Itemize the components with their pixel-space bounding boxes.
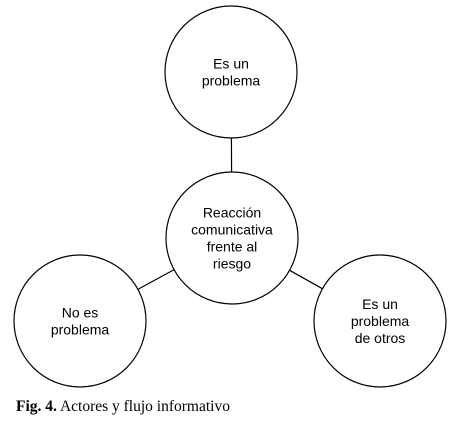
figure-caption-text: Actores y flujo informativo [59,398,230,415]
edge-center-right [289,269,323,290]
edges [137,137,323,290]
node-right-label-line: problema [351,313,410,329]
node-left-label-line: problema [51,322,110,338]
figure-caption: Fig. 4. Actores y flujo informativo [16,398,230,416]
node-top-circle [164,5,298,139]
node-right-circle [313,254,447,388]
node-left-label-line: No es [62,305,99,321]
node-center-label-line: frente al [207,239,258,255]
node-center-circle [165,171,299,305]
node-right-label-line: de otros [355,330,406,346]
node-center-label-line: comunicativa [191,222,273,238]
node-center-label-line: riesgo [213,256,251,272]
node-right-label-line: Es un [362,296,398,312]
node-center-label-line: Reacción [203,205,261,221]
node-top-label-line: Es un [213,56,249,72]
edge-center-left [137,269,175,290]
figure-label: Fig. 4. [16,398,57,415]
node-left-circle [13,254,147,388]
node-top-label-line: problema [202,73,261,89]
